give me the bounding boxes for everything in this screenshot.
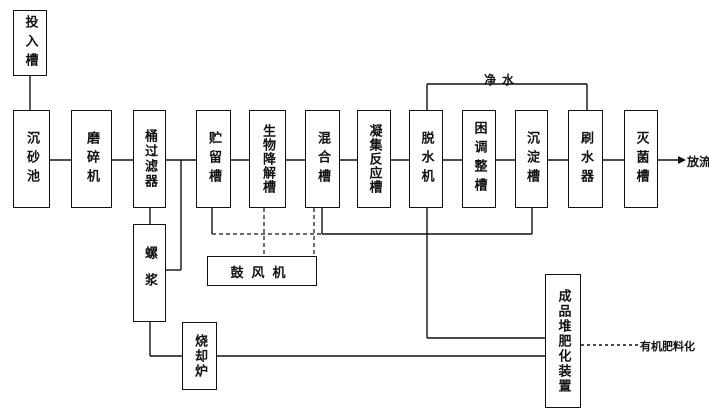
input-tank-label: 投入槽 (22, 14, 38, 72)
coag-tank-label: 凝集反应槽 (366, 124, 382, 194)
clean-water-label: 净水 (484, 73, 521, 87)
filter-tank-box: 刷水器 (568, 110, 603, 208)
dewatering-box: 脱水机 (409, 110, 443, 208)
settling-tank-label: 沉淀槽 (524, 130, 539, 188)
adjust-tank-label: 困调整槽 (471, 121, 487, 197)
grinder-label: 磨碎机 (84, 130, 99, 188)
drum-filter-label: 桶过滤器 (142, 129, 157, 189)
sludge-box: 螺浆 (133, 224, 166, 322)
discharge-label: 放流 (687, 155, 709, 169)
filter-tank-label: 刷水器 (578, 130, 593, 188)
storage-tank-box: 贮留槽 (196, 110, 231, 208)
mixing-tank-label: 混合槽 (315, 130, 330, 188)
adjust-tank-box: 困调整槽 (462, 110, 496, 208)
dewatering-label: 脱水机 (418, 130, 434, 188)
coag-tank-box: 凝集反应槽 (357, 110, 391, 208)
compost-output-label: 有机肥料化 (640, 340, 695, 353)
blower-label: 鼓风机 (230, 265, 294, 281)
compost-device-box: 成品堆肥化装置 (545, 274, 581, 408)
bio-tank-label: 生物降解槽 (260, 124, 275, 194)
incinerator-box: 烧却炉 (182, 322, 217, 390)
sludge-label: 螺浆 (142, 246, 157, 300)
bio-tank-box: 生物降解槽 (249, 110, 286, 208)
grit-chamber-box: 沉砂池 (13, 110, 50, 208)
grit-chamber-label: 沉砂池 (24, 130, 39, 188)
input-tank-box: 投入槽 (13, 10, 47, 76)
incinerator-label: 烧却炉 (192, 333, 207, 379)
sterilize-tank-label: 灭菌槽 (633, 130, 649, 188)
grinder-box: 磨碎机 (71, 110, 112, 208)
settling-tank-box: 沉淀槽 (515, 110, 548, 208)
drum-filter-box: 桶过滤器 (133, 110, 166, 208)
sterilize-tank-box: 灭菌槽 (624, 110, 658, 208)
storage-tank-label: 贮留槽 (206, 130, 221, 188)
mixing-tank-box: 混合槽 (305, 110, 340, 208)
blower-box: 鼓风机 (207, 256, 317, 286)
compost-device-label: 成品堆肥化装置 (555, 288, 571, 394)
